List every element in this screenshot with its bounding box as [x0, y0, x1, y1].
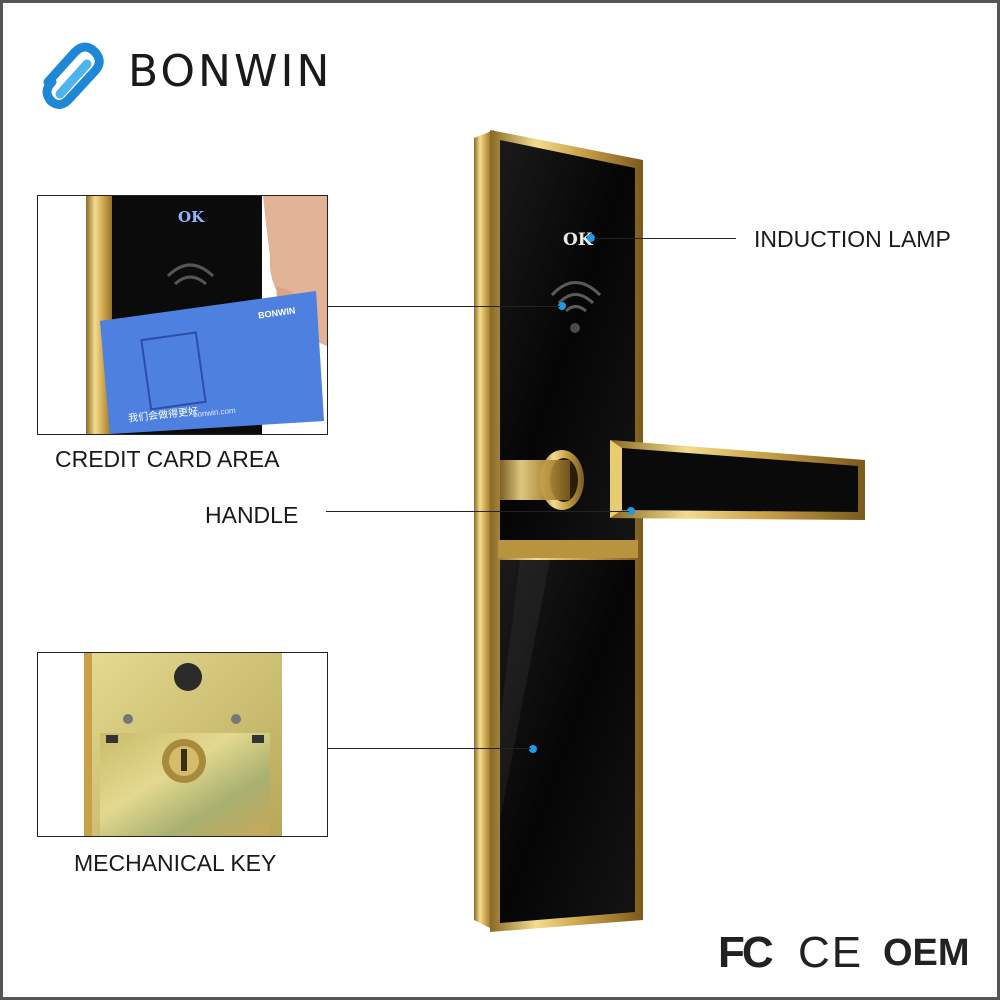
card-swipe-photo [38, 196, 327, 434]
inset-ok-label: OK [178, 208, 205, 226]
panel-ok-label: OK [563, 230, 593, 250]
card-area-dot [558, 302, 566, 310]
bonwin-logo-icon [42, 42, 104, 109]
oem-mark: OEM [883, 932, 970, 974]
key-cylinder-photo [38, 653, 327, 836]
card-area-line [327, 306, 560, 307]
induction-lamp-dot [587, 234, 595, 242]
credit-card-inset: OK BONWIN 我们会做得更好 bonwin.com [37, 195, 328, 435]
brand-logo [30, 22, 330, 122]
induction-lamp-label: INDUCTION LAMP [754, 226, 951, 252]
mechanical-key-label: MECHANICAL KEY [74, 850, 277, 876]
mechanical-key-dot [529, 745, 537, 753]
ce-mark: CE [798, 928, 864, 977]
mechanical-key-inset [37, 652, 328, 837]
mechanical-key-line [327, 748, 531, 749]
handle-line [326, 511, 629, 512]
credit-card-area-label: CREDIT CARD AREA [55, 446, 280, 472]
fc-mark: FC [718, 928, 774, 977]
door-lock-illustration [474, 130, 865, 932]
handle-dot [627, 507, 635, 515]
brand-name: BONWIN [128, 46, 333, 97]
handle-label: HANDLE [205, 502, 299, 528]
induction-lamp-line [594, 238, 736, 239]
